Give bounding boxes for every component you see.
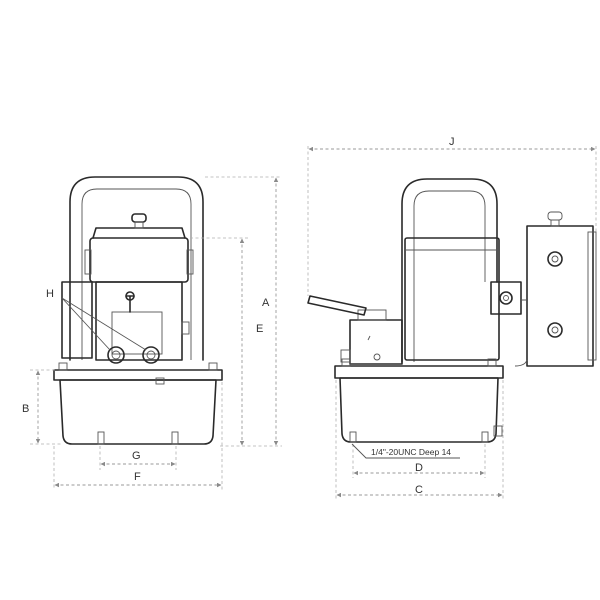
front-top-knob	[131, 213, 147, 223]
leader-h-1	[61, 297, 111, 351]
side-valve-arrow	[367, 335, 371, 341]
side-electrical-box	[526, 225, 594, 367]
side-switch-bottom	[547, 322, 563, 338]
front-reservoir-bolt-right	[208, 362, 218, 371]
side-valve-lever	[307, 295, 367, 316]
label-a: A	[262, 297, 270, 309]
side-valve-port	[340, 349, 351, 363]
front-foot-right	[171, 431, 179, 445]
front-motor-body	[89, 237, 189, 283]
dimension-labels: A E B H G F J D C 1/4"-20UNC Deep 14	[22, 136, 455, 496]
leader-note	[351, 443, 460, 459]
front-valve-lever	[125, 295, 135, 313]
front-valve-knob	[125, 291, 135, 301]
side-valve-block	[349, 319, 403, 365]
front-port-left	[107, 346, 125, 364]
side-reservoir-bolt-left	[341, 358, 351, 367]
front-drain-plug	[155, 377, 165, 385]
side-foot-right	[481, 431, 489, 443]
front-reservoir-lip	[53, 369, 223, 381]
front-side-box	[61, 281, 93, 359]
front-valve-block	[111, 311, 163, 355]
side-junction-box	[490, 281, 522, 315]
label-b: B	[22, 403, 29, 415]
front-side-fitting	[181, 321, 190, 335]
label-h: H	[46, 288, 54, 300]
label-j: J	[449, 136, 455, 148]
dimension-lines	[30, 146, 597, 500]
side-foot-left	[349, 431, 357, 443]
front-motor-band	[84, 249, 92, 275]
side-reservoir-bolt-right	[487, 358, 497, 367]
front-handle-inner	[81, 188, 192, 360]
side-motor-body	[404, 237, 500, 361]
label-e: E	[256, 323, 263, 335]
front-reservoir-bolt-left	[58, 362, 68, 371]
side-valve-collar	[357, 309, 387, 321]
front-motor-cap	[92, 227, 186, 239]
side-valve-port-hole	[373, 353, 381, 361]
side-handle-inner	[413, 190, 486, 362]
side-junction-fitting	[499, 291, 513, 305]
label-g: G	[132, 450, 141, 462]
leader-h-2	[61, 297, 147, 351]
front-reservoir	[59, 379, 217, 445]
side-filler-cap	[493, 425, 503, 437]
side-reservoir	[339, 377, 499, 443]
front-port-right	[142, 346, 160, 364]
side-top-knob	[547, 211, 563, 221]
label-f: F	[134, 471, 141, 483]
label-c: C	[415, 484, 423, 496]
side-view	[307, 178, 597, 443]
side-reservoir-lip	[334, 365, 504, 379]
front-valve-column	[95, 281, 183, 361]
side-top-knob-stem	[550, 219, 560, 227]
mounting-thread-note: 1/4"-20UNC Deep 14	[371, 447, 451, 457]
side-electrical-box-lip	[587, 231, 597, 361]
side-switch-top	[547, 251, 563, 267]
front-view	[53, 176, 223, 445]
front-handle-outer	[69, 176, 204, 361]
side-cable	[514, 299, 528, 367]
front-motor-band-right	[186, 249, 194, 275]
label-d: D	[415, 462, 423, 474]
front-foot-left	[97, 431, 105, 445]
side-handle-outer	[401, 178, 498, 363]
front-top-knob-stem	[134, 221, 144, 229]
